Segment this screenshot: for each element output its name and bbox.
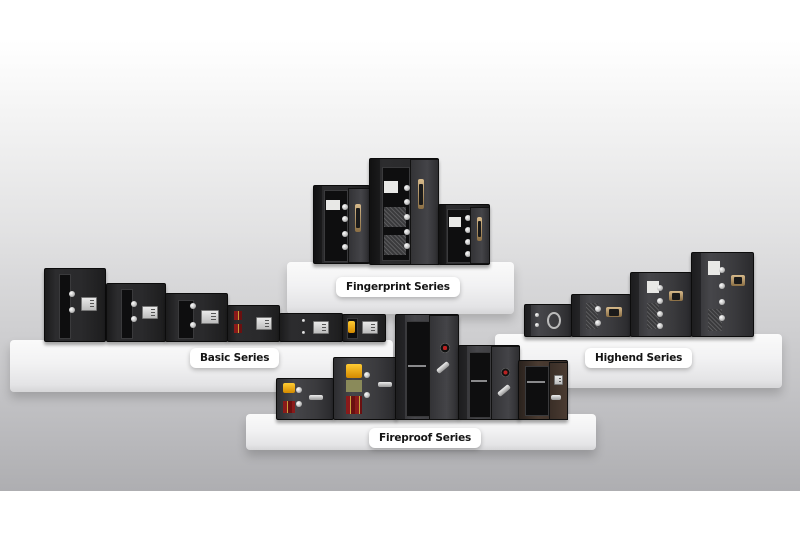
safe-basic-6[interactable] bbox=[342, 314, 386, 342]
fingerprint-series-label[interactable]: Fingerprint Series bbox=[336, 277, 460, 297]
safe-fireproof-5[interactable] bbox=[518, 360, 568, 420]
safe-highend-3[interactable] bbox=[630, 272, 692, 337]
safe-fingerprint-medium[interactable] bbox=[313, 185, 370, 264]
safe-fingerprint-large[interactable] bbox=[369, 158, 439, 265]
safe-highend-1[interactable] bbox=[524, 304, 572, 337]
basic-series-label[interactable]: Basic Series bbox=[190, 348, 280, 368]
safe-highend-2[interactable] bbox=[571, 294, 631, 337]
safe-basic-1[interactable] bbox=[44, 268, 106, 342]
safe-fireproof-2[interactable] bbox=[333, 357, 397, 420]
highend-series-label[interactable]: Highend Series bbox=[585, 348, 693, 368]
safe-fireproof-4[interactable] bbox=[458, 345, 520, 420]
safe-basic-4[interactable] bbox=[227, 305, 280, 342]
safe-basic-5[interactable] bbox=[279, 313, 343, 342]
safe-basic-2[interactable] bbox=[106, 283, 166, 342]
safe-basic-3[interactable] bbox=[165, 293, 228, 342]
safe-fireproof-1[interactable] bbox=[276, 378, 334, 420]
bottom-margin bbox=[0, 491, 800, 533]
safe-highend-4[interactable] bbox=[691, 252, 754, 337]
safe-fireproof-3[interactable] bbox=[395, 314, 459, 420]
fireproof-series-label[interactable]: Fireproof Series bbox=[369, 428, 482, 448]
safe-fingerprint-small[interactable] bbox=[438, 204, 490, 265]
